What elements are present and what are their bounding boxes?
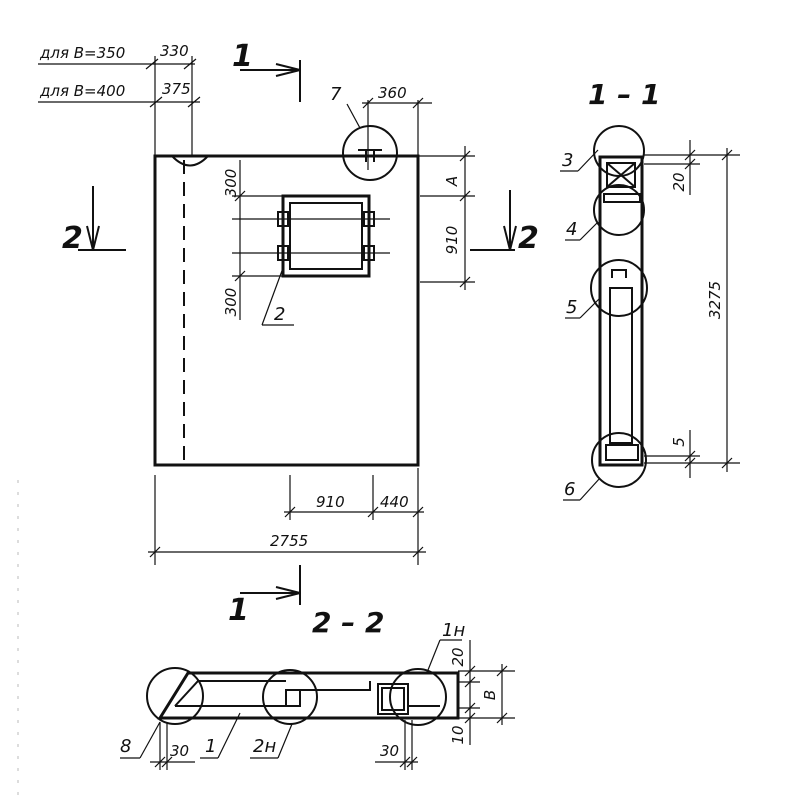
section-1-1: 1 – 1 3 4 5 6 20 <box>560 78 740 501</box>
dim-s22-10-text: 10 <box>449 725 467 744</box>
callout-4-label: 4 <box>566 219 577 240</box>
detail-circle-8 <box>146 667 204 725</box>
dim-300-top: 300 <box>222 169 240 198</box>
section-2-2-title: 2 – 2 <box>312 606 384 639</box>
dim-375-text: 375 <box>162 80 191 98</box>
cut-2-left-label: 2 <box>62 221 83 256</box>
dim-360: 360 <box>362 84 432 170</box>
detail-circle-3 <box>593 125 645 177</box>
dim-s11-5-text: 5 <box>670 437 688 447</box>
dim-360-text: 360 <box>378 84 407 102</box>
callout-2: 2 <box>261 267 294 326</box>
hidden-detail-arc <box>171 155 209 167</box>
callout-2n-label: 2н <box>253 736 276 757</box>
callout-6-label: 6 <box>564 479 575 500</box>
detail-circle-1n <box>389 668 447 726</box>
note-b350: для B=350 <box>39 44 125 62</box>
dim-910-horizontal-text: 910 <box>316 493 345 511</box>
callout-1-label: 1 <box>205 736 216 757</box>
detail-circle-5 <box>590 259 648 317</box>
dim-300-bottom: 300 <box>222 288 240 317</box>
dim-330-375: для B=350 330 для B=400 375 <box>38 42 201 156</box>
note-b400: для B=400 <box>39 82 125 100</box>
dim-2755-text: 2755 <box>270 532 308 550</box>
dim-s22-20-text: 20 <box>449 647 467 666</box>
section-2-2: 2 – 2 8 1 2н 1н 30 <box>120 606 515 770</box>
callout-5-label: 5 <box>566 297 577 318</box>
section-1-1-title: 1 – 1 <box>588 78 660 111</box>
cut-1-top-label: 1 <box>232 39 253 74</box>
right-vertical-dims: A 910 <box>418 146 475 290</box>
dim-330-text: 330 <box>160 42 189 60</box>
callout-3-label: 3 <box>562 150 573 171</box>
dim-440-text: 440 <box>380 493 409 511</box>
callout-7: 7 <box>330 84 398 181</box>
dim-s22-30-left-text: 30 <box>170 742 189 760</box>
cut-2-right-label: 2 <box>518 221 539 256</box>
dim-3275-text: 3275 <box>706 281 724 319</box>
section-cut-2: 2 2 <box>62 186 539 256</box>
dim-s11-20-text: 20 <box>670 172 688 191</box>
detail-circle-6 <box>591 432 647 488</box>
dim-a-text: A <box>443 176 461 187</box>
detail-circle-2n <box>262 669 318 725</box>
detail-circle-7 <box>342 125 398 181</box>
callout-8-label: 8 <box>120 736 131 757</box>
dim-910-vertical-text: 910 <box>443 226 461 255</box>
detail-circle-4 <box>593 184 645 236</box>
panel-outline <box>153 154 420 467</box>
window-vertical-dims: 300 300 <box>222 160 283 320</box>
dim-s22-30-right-text: 30 <box>380 742 399 760</box>
dim-s22-b-text: B <box>481 690 499 700</box>
callout-1n-label: 1н <box>442 620 465 641</box>
callout-7-label: 7 <box>330 84 342 105</box>
section-cut-1: 1 1 <box>228 39 301 628</box>
window-opening-inner <box>289 202 363 270</box>
section-1-1-body <box>598 155 644 467</box>
window-opening-outer <box>281 194 371 278</box>
callout-2-label: 2 <box>274 304 285 325</box>
plan-view <box>153 154 420 467</box>
cut-1-bottom-label: 1 <box>228 593 249 628</box>
section-2-2-outline <box>157 671 460 720</box>
bottom-dims: 910 440 2755 <box>148 468 426 565</box>
